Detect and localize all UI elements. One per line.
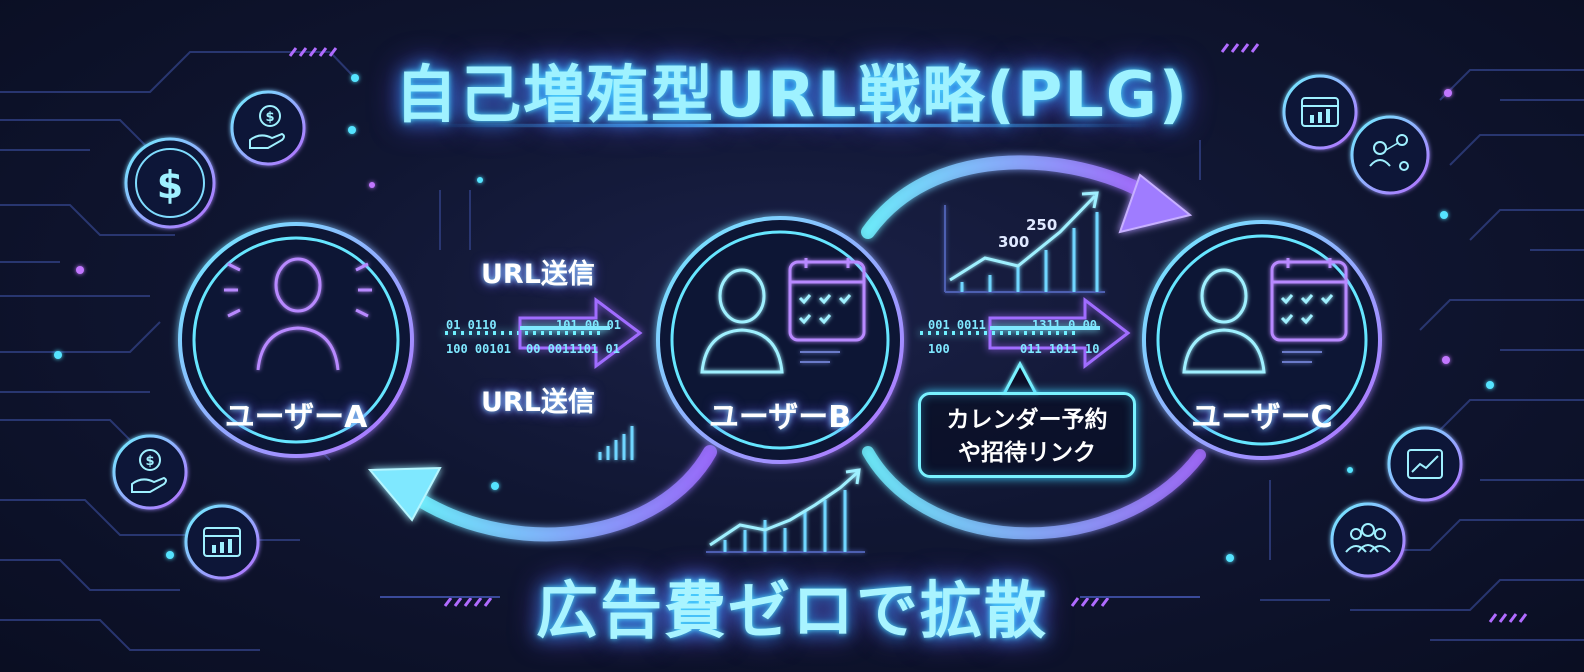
binary-text: 011 1011 10 (1020, 342, 1100, 356)
growth-line-chart (944, 191, 1105, 293)
equalizer-bars (598, 426, 634, 460)
page-title: 自己増殖型URL戦略(PLG) (394, 58, 1190, 131)
lower-arc-b-to-c (862, 446, 1206, 540)
send-label-top: URL送信 (481, 259, 595, 290)
binary-text: 1311 0 00 (1032, 318, 1098, 332)
person-icon (700, 268, 784, 374)
forward-arrow-b-to-c (861, 155, 1193, 239)
calendar-chart-icon (184, 504, 260, 580)
user-a-label: ユーザーA (224, 400, 368, 435)
callout-box: カレンダー予約 や招待リンク (918, 392, 1136, 478)
binary-text: 00 0011101 01 (526, 342, 620, 356)
chart-value-label: 300 (998, 233, 1030, 251)
circuit-traces-right (1199, 69, 1584, 641)
return-arrow-b-to-a (367, 445, 717, 542)
money-coin-icon: $ (124, 137, 216, 229)
binary-text: 001 0011 (928, 318, 986, 332)
calendar-check-icon (1270, 258, 1348, 363)
bottom-divider-right (1080, 596, 1200, 598)
binary-text: 01 0110 (446, 318, 497, 332)
person-icon (224, 257, 372, 371)
send-arrow-b-to-c (920, 296, 1131, 370)
person-icon (1182, 268, 1266, 374)
send-arrow-a-to-b (445, 297, 643, 369)
user-network-icon (1350, 115, 1430, 195)
callout-line-1: カレンダー予約 (946, 407, 1108, 433)
binary-text: 100 00101 (446, 342, 512, 356)
bottom-divider-left (380, 596, 500, 598)
user-c-label: ユーザーC (1191, 400, 1333, 435)
user-a-circle (178, 222, 414, 458)
chart-value-label: 250 (1026, 216, 1058, 234)
svg-text:$: $ (157, 163, 183, 207)
callout-line-2: や招待リンク (958, 440, 1096, 466)
group-icon (1330, 502, 1406, 578)
money-hand-icon: $ (112, 434, 188, 510)
binary-text: 101 00 01 (556, 318, 622, 332)
calendar-chart-icon (1282, 74, 1358, 150)
growth-chart-icon (1387, 426, 1463, 502)
circuit-nodes-right (1226, 89, 1494, 562)
callout-pointer (1001, 360, 1039, 396)
bottom-tagline: 広告費ゼロで拡散 (535, 574, 1048, 647)
title-underline (430, 124, 1150, 127)
circuit-nodes-left (54, 74, 499, 559)
user-b-label: ユーザーB (708, 400, 852, 435)
calendar-check-icon (788, 258, 866, 363)
small-growth-chart (706, 468, 865, 553)
hash-decorations (288, 43, 1528, 623)
binary-text: 100 (928, 342, 950, 356)
money-hand-icon: $ (230, 90, 306, 166)
svg-text:$: $ (145, 454, 154, 469)
send-label-bottom: URL送信 (481, 387, 595, 418)
svg-text:$: $ (265, 110, 274, 125)
user-b-circle (656, 216, 904, 464)
